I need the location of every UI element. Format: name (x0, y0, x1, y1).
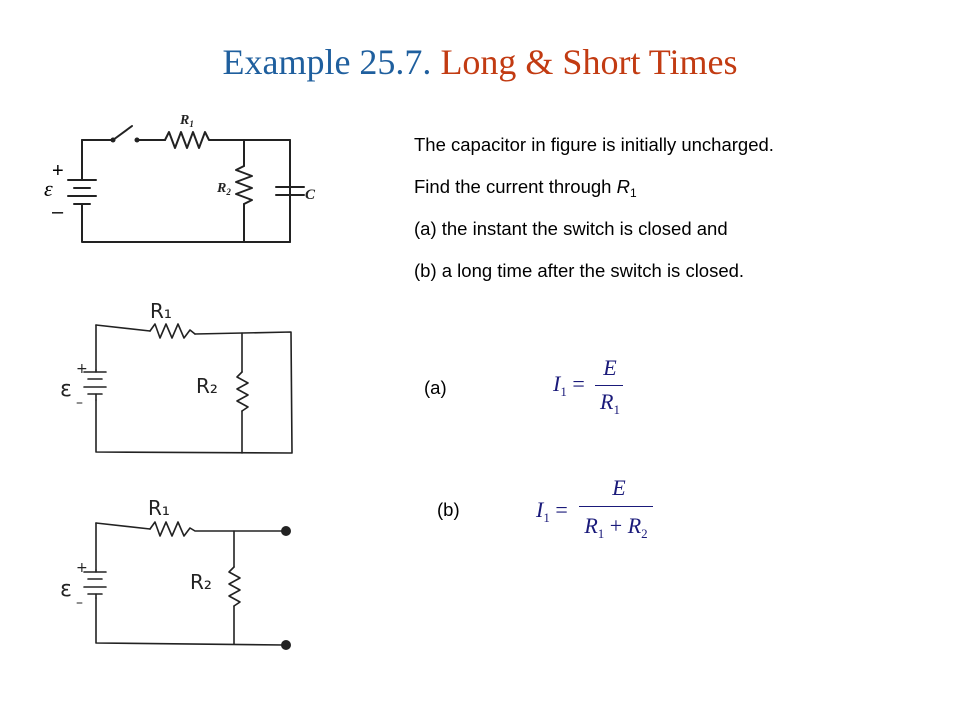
label-r2: R2 (216, 181, 231, 197)
title-example-number: Example 25.7. (222, 42, 432, 82)
label-plus: + (76, 560, 88, 576)
battery-icon (67, 179, 97, 205)
label-r2: R₂ (190, 570, 212, 594)
resistor-r2-icon (235, 165, 253, 205)
terminal-bottom-icon (281, 640, 291, 650)
part-a-label: (a) (424, 377, 447, 398)
battery-icon (83, 371, 107, 395)
label-r1: R₁ (148, 496, 170, 520)
problem-line-4: (b) a long time after the switch is clos… (414, 260, 745, 281)
label-emf: ε (60, 377, 72, 402)
part-b-label: (b) (437, 499, 460, 520)
label-r2: R₂ (196, 374, 218, 398)
label-emf: ε (44, 176, 53, 201)
circuit-fig-1: R1 R2 C ε + – (44, 113, 316, 243)
problem-line-3: (a) the instant the switch is closed and (414, 218, 728, 239)
equation-a-numerator: E (603, 355, 617, 380)
label-minus: – (76, 395, 83, 411)
equation-b-fraction-bar (579, 506, 653, 508)
switch-icon (112, 125, 133, 141)
resistor-r2-icon (236, 371, 249, 412)
slide-title: Example 25.7. Long & Short Times (0, 40, 960, 84)
resistor-r1-icon (149, 521, 285, 537)
resistor-r1-icon (149, 323, 196, 339)
label-r1: R1 (179, 113, 194, 129)
equation-b-denominator: R1 + R2 (584, 513, 648, 541)
label-plus: + (76, 361, 88, 377)
problem-line-2-text: Find the current through (414, 176, 612, 197)
label-plus: + (52, 160, 64, 182)
label-r1: R₁ (150, 299, 172, 323)
label-emf: ε (60, 577, 72, 602)
label-minus: – (76, 595, 83, 611)
equation-a-denominator: R1 (600, 389, 620, 417)
equation-b-numerator: E (612, 475, 626, 500)
battery-icon (83, 571, 107, 595)
circuit-fig-2: R₁ R₂ ε + – (60, 299, 293, 454)
circuit-fig-3: R₁ R₂ ε + – (60, 496, 291, 650)
problem-var-r: R (616, 176, 630, 197)
resistor-r1-icon (164, 131, 214, 149)
title-topic: Long & Short Times (440, 42, 738, 82)
problem-line-1: The capacitor in figure is initially unc… (414, 134, 774, 155)
equation-a-lhs: I1 = (553, 371, 585, 399)
terminal-top-icon (281, 526, 291, 536)
label-minus: – (52, 201, 64, 223)
problem-line-2: Find the current through R1 (414, 175, 637, 205)
label-c: C (305, 187, 316, 203)
resistor-r2-icon (228, 566, 241, 607)
equation-a-fraction-bar (595, 385, 623, 387)
equation-b-lhs: I1 = (536, 497, 568, 525)
problem-var-r-sub: 1 (629, 186, 637, 200)
